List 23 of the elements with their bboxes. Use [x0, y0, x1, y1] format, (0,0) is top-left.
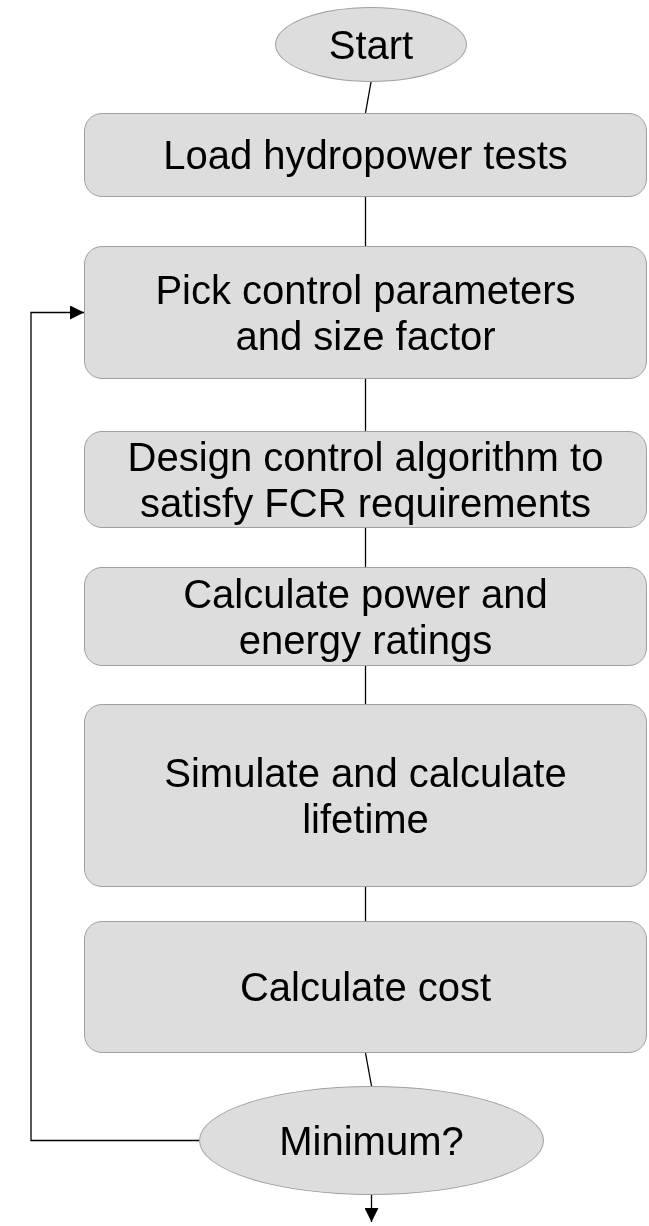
- connector-line: [364, 665, 367, 705]
- connector-line: [364, 378, 367, 432]
- process-box: [84, 567, 647, 666]
- node-label: Simulate and calculate lifetime: [163, 749, 568, 842]
- node-label: Pick control parameters and size factor: [154, 266, 577, 359]
- process-box: [84, 921, 647, 1053]
- process-box: [84, 704, 647, 887]
- connector-line: [364, 886, 367, 922]
- arrow: [364, 1194, 379, 1223]
- connector-line: [364, 196, 367, 247]
- connector-line: [364, 1052, 373, 1087]
- node-label: Design control algorithm to satisfy FCR requirements: [126, 433, 605, 526]
- node-label: Calculate cost: [239, 964, 492, 1010]
- node-label: Load hydropower tests: [163, 132, 568, 178]
- node-label: Minimum?: [279, 1117, 464, 1164]
- arrow: [30, 305, 200, 1142]
- connector-line: [364, 527, 367, 568]
- process-box: [84, 113, 647, 197]
- connector-line: [364, 81, 372, 114]
- process-box: [84, 431, 647, 528]
- node-label: Calculate power and energy ratings: [182, 570, 549, 663]
- node-label: Start: [328, 21, 414, 68]
- process-box: [84, 246, 647, 379]
